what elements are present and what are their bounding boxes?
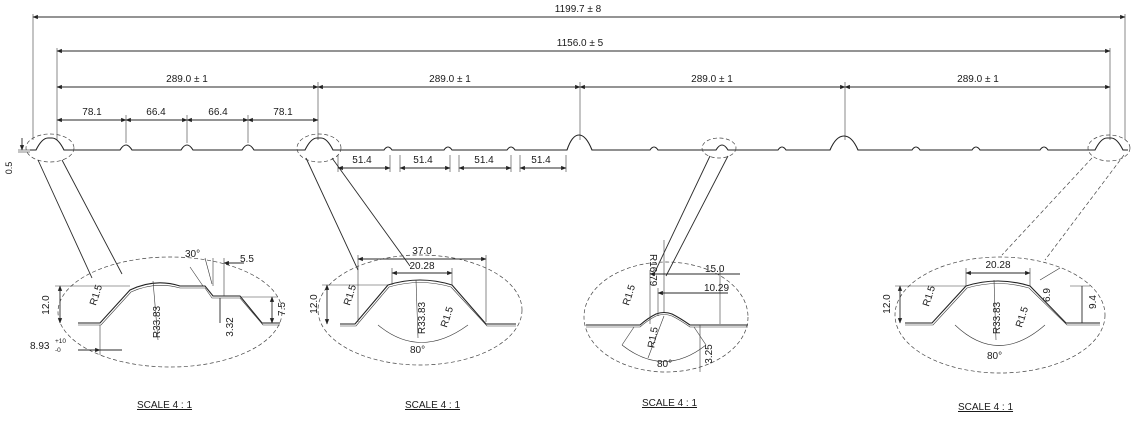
rib-spacing-1-label: 51.4 [352,155,372,166]
detail-d-ellipse [894,256,1106,374]
detail-b-top-width-label: 20.28 [409,261,434,272]
detail-c-depth-label: 3.25 [704,344,715,364]
detail-a-angle-label: 30° [185,249,200,260]
total-width-label: 1199.7 ± 8 [555,4,602,15]
detail-d-radius-right-label: R1.5 [1014,305,1031,329]
callout-d-ellipse [1087,134,1131,162]
detail-c-ellipse [583,261,749,373]
detail-c-inner-width-label: 10.29 [704,283,729,294]
detail-c-width-label: 15.0 [705,264,725,275]
detail-a-tol-lower-label: -0 [55,347,61,354]
detail-a-radius-large-label: R33.83 [152,305,163,338]
detail-b: 37.0 20.28 12.0 R1.5 R33.83 R1.5 80° SCA… [309,246,523,411]
pitch-3-label: 289.0 ± 1 [691,74,733,85]
detail-b-radius-right-label: R1.5 [439,305,456,329]
overall-dimensions: 1199.7 ± 8 1156.0 ± 5 289.0 ± 1 289.0 ± … [32,4,1126,143]
spacing-3-label: 66.4 [208,107,228,118]
cover-width-label: 1156.0 ± 5 [557,38,604,49]
detail-d-top-width-label: 20.28 [985,260,1010,271]
spacing-4-label: 78.1 [273,107,293,118]
detail-a-step-height-label: 3.32 [225,317,236,337]
detail-a-tol-upper-label: +10 [55,338,66,345]
detail-c-radius-large-label: R16.79 [647,254,658,287]
detail-b-scale-label: SCALE 4 : 1 [405,400,460,411]
detail-c-radius-left-label: R1.5 [621,283,638,307]
main-profile: 0.5 51.4 51.4 51.4 51.4 [4,133,1131,279]
detail-b-ellipse [317,254,523,366]
detail-d: 20.28 12.0 R1.5 R33.83 R1.5 6.9 9.4 80° … [882,256,1106,413]
spacing-2-label: 66.4 [146,107,166,118]
callout-b-ellipse [296,133,342,163]
rib-spacing-3-label: 51.4 [474,155,494,166]
detail-a-height-label: 12.0 [41,295,52,315]
thickness-label: 0.5 [4,162,14,175]
pitch-1-label: 289.0 ± 1 [166,74,208,85]
pitch-2-label: 289.0 ± 1 [429,74,471,85]
rib-spacing-2-label: 51.4 [413,155,433,166]
detail-a-radius-small-label: R1.5 [88,283,105,307]
detail-d-side-a-label: 6.9 [1042,288,1053,302]
detail-d-radius-left-label: R1.5 [921,284,938,308]
rib-spacing-4-label: 51.4 [531,155,551,166]
detail-a-step-label: 5.5 [240,254,254,265]
detail-d-height-label: 12.0 [882,294,893,314]
callout-a-ellipse [25,133,75,163]
detail-c-angle-label: 80° [657,359,672,370]
detail-a: 12.0 R1.5 R33.83 30° 5.5 3.32 7.5 8.93 +… [30,249,288,411]
detail-b-angle-label: 80° [410,345,425,356]
detail-b-radius-large-label: R33.83 [417,301,428,334]
detail-d-scale-label: SCALE 4 : 1 [958,402,1013,413]
detail-c: R16.79 R1.5 15.0 10.29 R1.5 80° 3.25 SCA… [583,240,749,409]
detail-d-radius-large-label: R33.83 [992,301,1003,334]
pitch-4-label: 289.0 ± 1 [957,74,999,85]
detail-b-height-label: 12.0 [309,294,320,314]
spacing-1-label: 78.1 [82,107,102,118]
detail-c-radius-bottom-label: R1.5 [646,326,661,349]
detail-a-ellipse [57,256,283,368]
detail-d-side-b-label: 9.4 [1088,295,1099,309]
detail-a-edge-label: 8.93 [30,341,50,352]
detail-a-scale-label: SCALE 4 : 1 [137,400,192,411]
detail-b-width-label: 37.0 [412,246,432,257]
detail-c-scale-label: SCALE 4 : 1 [642,398,697,409]
callout-c-ellipse [701,137,737,159]
detail-d-angle-label: 80° [987,351,1002,362]
detail-b-radius-left-label: R1.5 [342,283,359,307]
detail-a-right-height-label: 7.5 [277,302,288,316]
